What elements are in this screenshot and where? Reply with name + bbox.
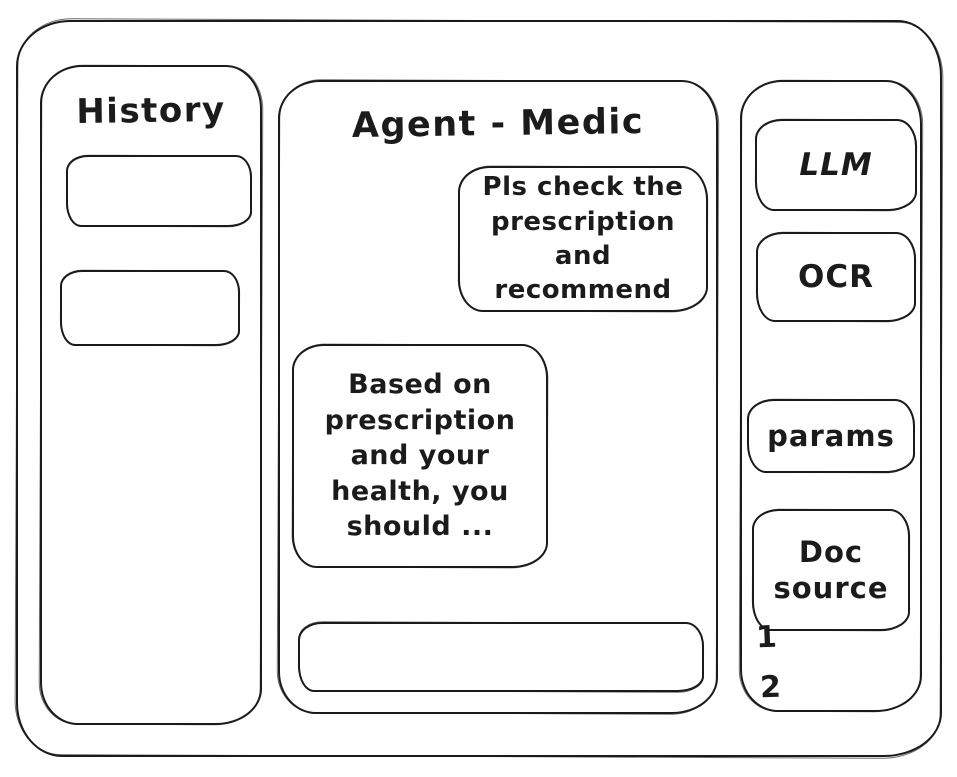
history-title: History: [76, 89, 226, 133]
chat-title: Agent - Medic: [351, 101, 645, 147]
chat-panel: Agent - Medic Pls check the prescription…: [278, 80, 718, 714]
chat-input-box: [298, 622, 704, 692]
params-button[interactable]: params: [747, 399, 915, 473]
history-panel: History: [40, 65, 262, 725]
ocr-button[interactable]: OCR: [756, 232, 916, 322]
tools-panel: LLM OCR params Doc source 1 2: [740, 80, 922, 712]
user-message-bubble: Pls check the prescription and recommend: [458, 166, 708, 312]
doc-source-item-2: 2: [759, 669, 782, 706]
chat-input[interactable]: [310, 628, 692, 686]
app-frame: History Agent - Medic Pls check the pres…: [16, 20, 942, 757]
assistant-message-bubble: Based on prescription and your health, y…: [292, 344, 548, 568]
history-item[interactable]: [60, 270, 240, 346]
history-item[interactable]: [66, 155, 252, 227]
doc-source-button[interactable]: Doc source: [752, 509, 910, 631]
llm-button[interactable]: LLM: [755, 119, 917, 211]
doc-source-item-1: 1: [755, 619, 778, 656]
